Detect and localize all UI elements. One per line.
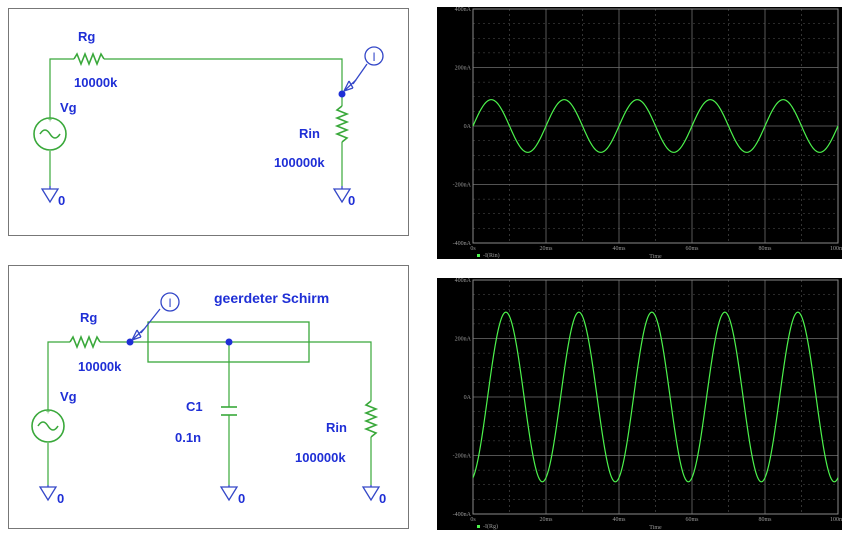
- series-trace: [472, 311, 839, 483]
- node-dot-1: [338, 90, 346, 98]
- rin-name-1: Rin: [299, 126, 320, 141]
- ground-label-2c: 0: [379, 491, 386, 506]
- ground-symbol-1a: [40, 186, 60, 204]
- x-tick-label: 40ms: [612, 246, 626, 252]
- ground-symbol-2a: [38, 485, 58, 502]
- y-tick-label: -400nA: [453, 241, 472, 247]
- scope-plot-1: 0s 20ms 40ms 60ms 80ms 100ms 400nA 200nA 0A -200n…: [437, 7, 847, 260]
- series-trace: [472, 99, 839, 153]
- x-axis-title: Time: [649, 525, 662, 530]
- rg-name-2: Rg: [80, 310, 97, 325]
- y-tick-label: 200nA: [455, 337, 472, 343]
- x-tick-label: 60ms: [685, 246, 699, 252]
- scope-plot-2: 0s 20ms 40ms 60ms 80ms 100ms 400nA 200nA 0A -200n…: [437, 278, 847, 531]
- voltage-source-1[interactable]: +: [33, 117, 67, 151]
- x-tick-label: 100ms: [830, 517, 842, 523]
- rg-resistor-2[interactable]: [69, 334, 101, 350]
- y-tick-label: 200nA: [455, 66, 472, 72]
- rin-resistor-2[interactable]: [363, 400, 379, 438]
- ground-symbol-2c: [361, 485, 381, 502]
- node-dot-2b: [225, 338, 233, 346]
- ground-symbol-1b: [332, 186, 352, 204]
- x-tick-label: 60ms: [685, 517, 699, 523]
- rin-value-1: 100000k: [274, 155, 325, 170]
- probe-label-2: I: [168, 296, 171, 310]
- ground-symbol-2b: [219, 485, 239, 502]
- rg-resistor-1[interactable]: [73, 51, 105, 67]
- voltage-source-2[interactable]: +: [31, 409, 65, 443]
- legend-label: -I(Rin): [483, 252, 500, 259]
- current-probe-icon-1[interactable]: I: [343, 46, 384, 92]
- plot-frame: [472, 279, 839, 515]
- current-probe-icon-2[interactable]: I: [131, 292, 180, 341]
- svg-text:+: +: [48, 117, 52, 124]
- node-dot-2a: [126, 338, 134, 346]
- circuit-2-schematic: + I geerdeter Schirm Rg 10000k Vg C1 0.1…: [8, 265, 409, 529]
- shield-label: geerdeter Schirm: [214, 290, 329, 306]
- legend-swatch: [477, 525, 480, 528]
- scope-panel-1: 0s 20ms 40ms 60ms 80ms 100ms 400nA 200nA 0A -200n…: [437, 7, 847, 260]
- rin-value-2: 100000k: [295, 450, 346, 465]
- legend-swatch: [477, 254, 480, 257]
- y-tick-label: 400nA: [455, 7, 472, 13]
- rg-value-2: 10000k: [78, 359, 122, 374]
- legend-label: -I(Rg): [483, 523, 498, 530]
- x-tick-label: 100ms: [830, 246, 842, 252]
- rg-name-1: Rg: [78, 29, 95, 44]
- circuit-panel-1: + I Rg 10000k Vg Rin 100000k 0 0: [8, 8, 409, 236]
- y-tick-label: -200nA: [453, 183, 472, 189]
- y-tick-label: 0A: [464, 395, 472, 401]
- ground-label-2a: 0: [57, 491, 64, 506]
- probe-label-1: I: [372, 50, 375, 64]
- svg-text:+: +: [46, 409, 50, 416]
- y-tick-label: 0A: [464, 124, 472, 130]
- c1-value: 0.1n: [175, 430, 201, 445]
- rg-value-1: 10000k: [74, 75, 118, 90]
- rin-name-2: Rin: [326, 420, 347, 435]
- x-axis-title: Time: [649, 254, 662, 259]
- source-name-2: Vg: [60, 389, 77, 404]
- source-name-1: Vg: [60, 100, 77, 115]
- circuit-panel-2: + I geerdeter Schirm Rg 10000k Vg C1 0.1…: [8, 265, 409, 529]
- x-tick-label: 80ms: [758, 517, 772, 523]
- x-tick-label: 0s: [470, 517, 476, 523]
- scope-background: [437, 7, 842, 259]
- c1-name: C1: [186, 399, 203, 414]
- x-tick-label: 0s: [470, 246, 476, 252]
- ground-label-1b: 0: [348, 193, 355, 208]
- y-tick-label: 400nA: [455, 278, 472, 284]
- capacitor-c1[interactable]: [221, 406, 237, 416]
- y-tick-label: -400nA: [453, 512, 472, 518]
- x-tick-label: 20ms: [539, 246, 553, 252]
- y-tick-label: -200nA: [453, 454, 472, 460]
- ground-label-2b: 0: [238, 491, 245, 506]
- scope-background: [437, 278, 842, 530]
- scope-panel-2: 0s 20ms 40ms 60ms 80ms 100ms 400nA 200nA 0A -200n…: [437, 278, 847, 531]
- rin-resistor-1[interactable]: [334, 105, 350, 143]
- x-tick-label: 20ms: [539, 517, 553, 523]
- ground-label-1a: 0: [58, 193, 65, 208]
- x-tick-label: 80ms: [758, 246, 772, 252]
- circuit-1-schematic: + I Rg 10000k Vg Rin 100000k 0 0: [8, 8, 409, 236]
- x-tick-label: 40ms: [612, 517, 626, 523]
